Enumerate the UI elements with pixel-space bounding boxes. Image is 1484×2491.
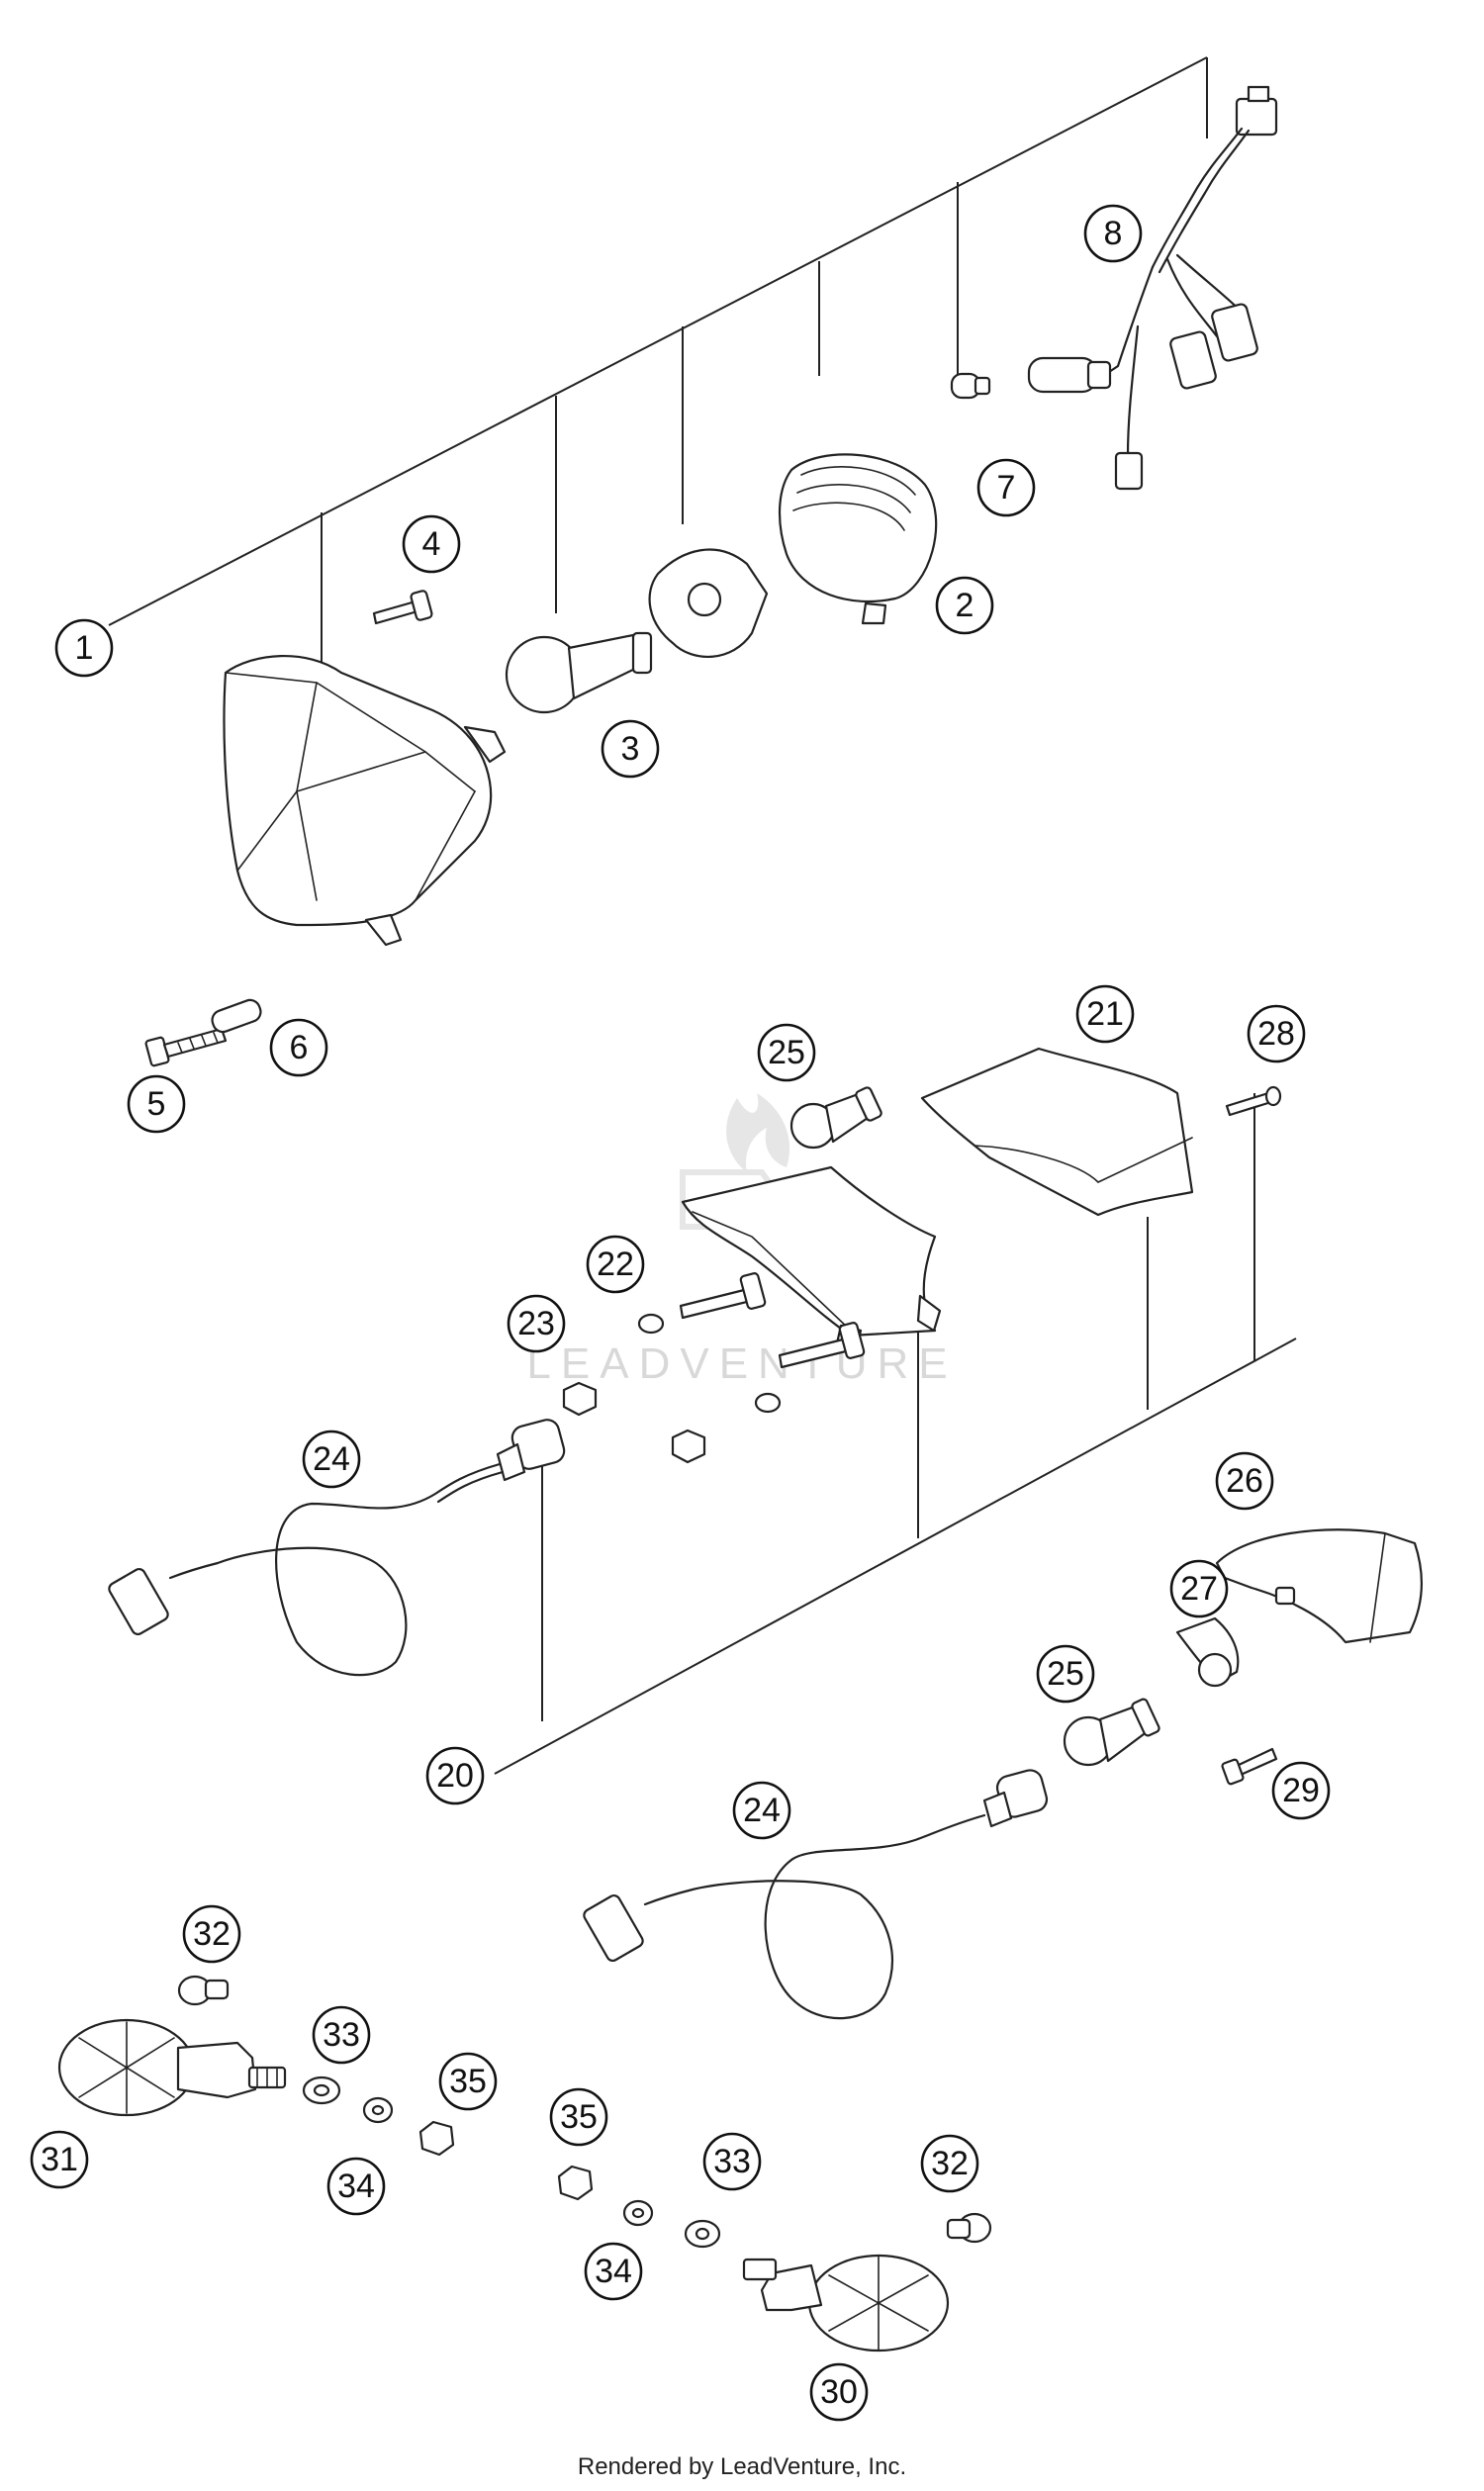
headlight-housing <box>223 655 507 947</box>
callout-33-right: 33 <box>702 2132 762 2191</box>
cable-24-upper <box>108 1419 566 1677</box>
screw-28 <box>1225 1085 1282 1117</box>
callout-8: 8 <box>1083 204 1143 263</box>
svg-text:25: 25 <box>1047 1655 1084 1693</box>
callout-4: 4 <box>402 514 461 574</box>
parking-bulb <box>950 372 991 400</box>
stud-bolts <box>637 1272 866 1414</box>
callout-31: 31 <box>30 2130 89 2189</box>
rubber-boot <box>779 453 938 625</box>
svg-text:3: 3 <box>621 730 640 768</box>
callout-34-right: 34 <box>584 2242 643 2301</box>
wiring-harness <box>1027 85 1278 491</box>
svg-text:21: 21 <box>1086 995 1124 1033</box>
callout-35-right: 35 <box>549 2087 608 2147</box>
svg-text:20: 20 <box>436 1757 474 1795</box>
svg-text:2: 2 <box>956 587 974 624</box>
svg-text:8: 8 <box>1104 215 1123 252</box>
svg-text:27: 27 <box>1180 1570 1218 1608</box>
svg-text:28: 28 <box>1257 1015 1295 1053</box>
callout-6: 6 <box>269 1018 328 1077</box>
svg-text:23: 23 <box>517 1305 555 1342</box>
callout-21: 21 <box>1075 984 1135 1044</box>
lens-26 <box>1215 1528 1423 1644</box>
lamp-socket-27 <box>1175 1616 1240 1688</box>
svg-text:25: 25 <box>768 1034 805 1071</box>
lock-washer-34-right <box>622 2199 654 2227</box>
svg-text:33: 33 <box>323 2016 360 2054</box>
callout-20: 20 <box>425 1746 485 1805</box>
bulb-25-lower <box>1063 1698 1160 1767</box>
watermark-text: LEADVENTURE <box>526 1339 957 1388</box>
svg-text:6: 6 <box>290 1029 309 1066</box>
washer-33-left <box>302 2076 341 2105</box>
retaining-plate <box>648 548 769 659</box>
turn-signal-30 <box>742 2254 950 2353</box>
callout-25-upper: 25 <box>757 1023 816 1082</box>
watermark: LEADVENTURE <box>526 1093 957 1388</box>
callout-2: 2 <box>935 576 994 635</box>
svg-text:7: 7 <box>997 469 1016 507</box>
svg-text:29: 29 <box>1282 1772 1320 1809</box>
callout-22: 22 <box>586 1235 645 1294</box>
callout-3: 3 <box>601 719 660 779</box>
callout-1: 1 <box>54 618 114 678</box>
lock-washer-34-left <box>362 2096 394 2124</box>
callout-25-lower: 25 <box>1036 1644 1095 1704</box>
svg-text:34: 34 <box>595 2253 632 2290</box>
nut-35-left <box>418 2120 455 2157</box>
callout-32-left: 32 <box>182 1904 241 1964</box>
tail-lens-21 <box>920 1047 1194 1217</box>
callout-28: 28 <box>1247 1004 1306 1063</box>
bulb-25-upper <box>789 1086 882 1150</box>
turn-signal-31 <box>57 2018 287 2117</box>
callout-23: 23 <box>507 1294 566 1353</box>
screw-29 <box>1221 1747 1278 1786</box>
callout-29: 29 <box>1271 1761 1331 1820</box>
callout-26: 26 <box>1215 1451 1274 1511</box>
nuts-23 <box>562 1381 706 1464</box>
callout-24-lower: 24 <box>732 1781 791 1840</box>
sleeve-6 <box>211 998 262 1034</box>
svg-text:24: 24 <box>743 1792 781 1829</box>
leader-1 <box>108 56 1208 626</box>
svg-text:22: 22 <box>597 1246 634 1283</box>
callout-7: 7 <box>976 458 1036 517</box>
callout-24-upper: 24 <box>302 1430 361 1489</box>
svg-text:35: 35 <box>449 2063 487 2100</box>
bulb-32-left <box>177 1975 230 2006</box>
svg-text:5: 5 <box>147 1085 166 1123</box>
svg-text:33: 33 <box>713 2143 751 2180</box>
nut-35-right <box>557 2165 594 2201</box>
callout-5: 5 <box>127 1074 186 1134</box>
headlight-bulb <box>505 631 653 714</box>
screw-4 <box>372 590 433 625</box>
svg-text:32: 32 <box>193 1915 231 1953</box>
callout-33-left: 33 <box>312 2005 371 2065</box>
svg-text:30: 30 <box>820 2373 858 2411</box>
tail-light-housing <box>681 1165 942 1349</box>
washer-33-right <box>684 2219 721 2249</box>
callout-34-left: 34 <box>326 2157 386 2216</box>
svg-text:32: 32 <box>931 2145 969 2182</box>
cable-24-lower <box>583 1769 1049 2020</box>
callout-30: 30 <box>809 2362 869 2422</box>
svg-text:4: 4 <box>422 525 441 563</box>
svg-text:31: 31 <box>41 2141 78 2178</box>
svg-text:35: 35 <box>560 2098 598 2136</box>
svg-text:24: 24 <box>313 1440 350 1478</box>
footer-credit: Rendered by LeadVenture, Inc. <box>577 2453 907 2480</box>
screw-5 <box>144 1027 228 1067</box>
svg-text:34: 34 <box>337 2168 375 2205</box>
callout-35-left: 35 <box>438 2052 498 2111</box>
callout-27: 27 <box>1169 1559 1229 1618</box>
svg-text:1: 1 <box>75 629 94 667</box>
callout-32-right: 32 <box>920 2134 979 2193</box>
svg-text:26: 26 <box>1226 1462 1263 1500</box>
bulb-32-right <box>946 2212 992 2244</box>
leader-20 <box>494 1338 1297 1775</box>
